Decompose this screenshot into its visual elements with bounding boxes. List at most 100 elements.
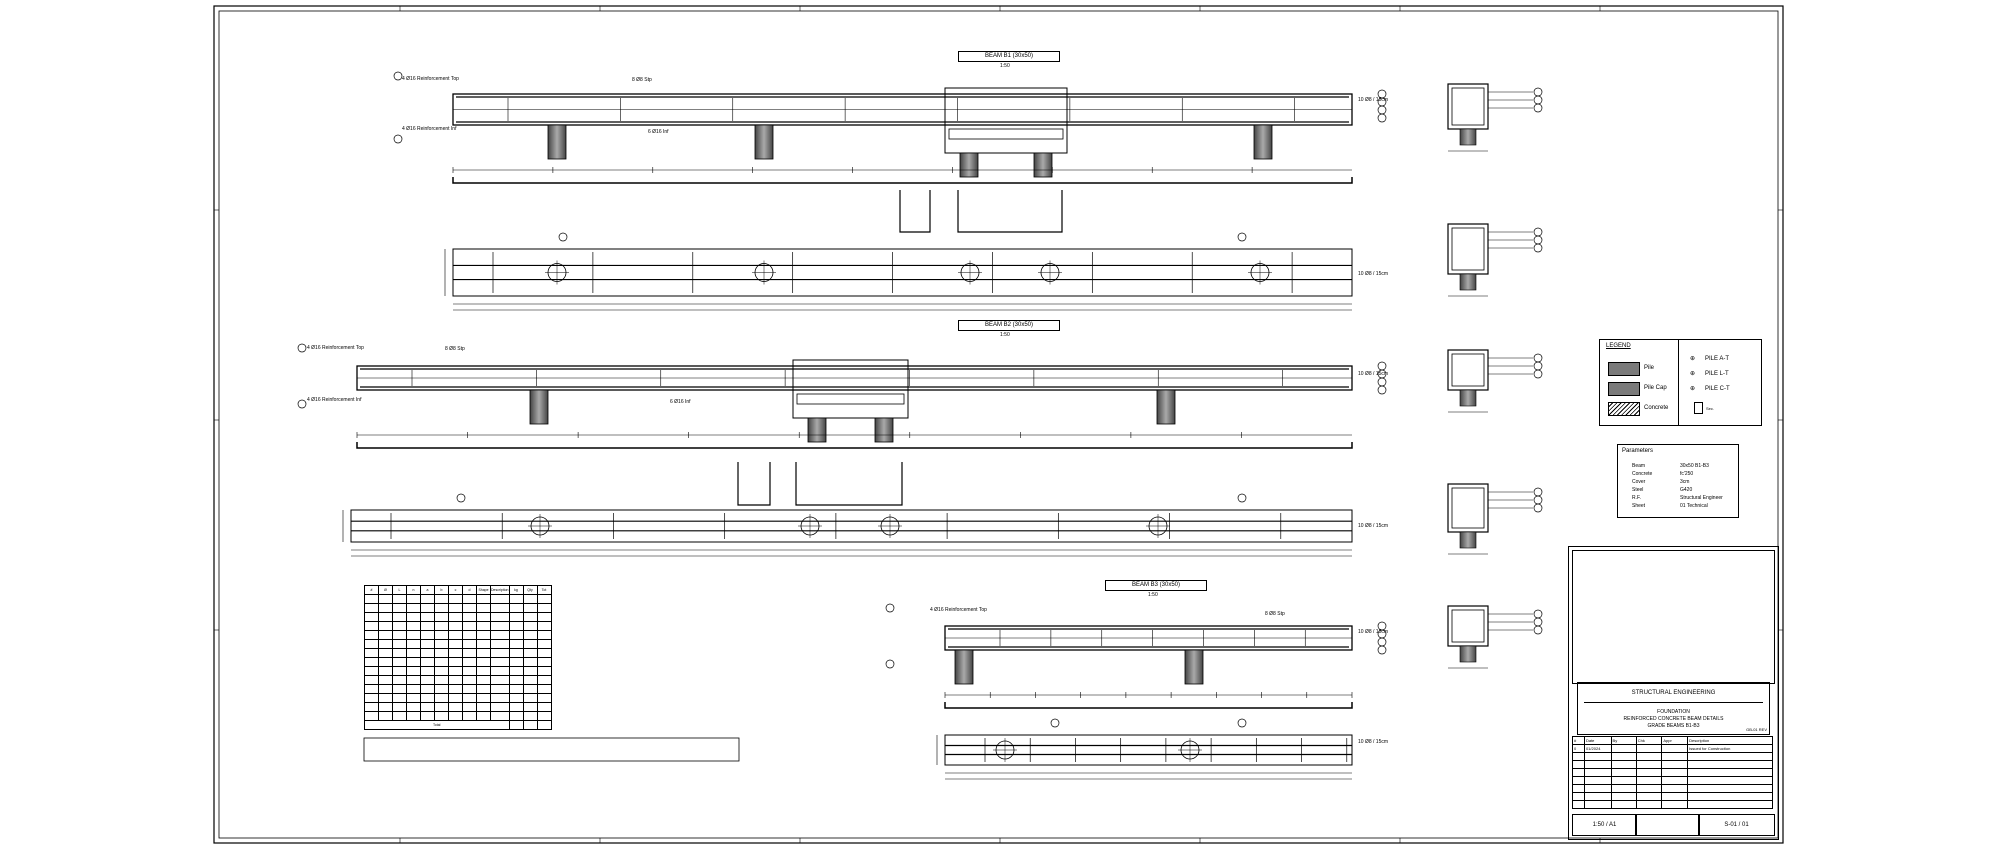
beam-scale: 1:50 xyxy=(1000,332,1010,338)
table-cell xyxy=(406,630,421,640)
title-block-project: STRUCTURAL ENGINEERING FOUNDATION REINFO… xyxy=(1577,682,1770,735)
parameter-value: 30x50 B1-B3 xyxy=(1680,463,1709,469)
revision-cell xyxy=(1610,744,1637,753)
table-cell xyxy=(420,612,435,622)
table-cell xyxy=(378,621,393,631)
revision-row xyxy=(1572,800,1773,809)
column-header: # xyxy=(364,585,379,595)
table-cell xyxy=(364,639,379,649)
reference-bubble xyxy=(1237,493,1247,503)
revision-cell xyxy=(1635,776,1663,785)
table-row xyxy=(364,693,552,703)
table-cell xyxy=(378,684,393,694)
table-cell xyxy=(364,648,379,658)
reference-bubble xyxy=(1050,718,1060,728)
table-cell xyxy=(420,702,435,712)
parameter-label: Concrete xyxy=(1632,471,1653,477)
rebar-callout-plan: 10 Ø8 / 15cm xyxy=(1358,271,1389,277)
table-cell xyxy=(508,720,524,730)
parameter-label: Steel xyxy=(1632,487,1644,493)
pile-cap xyxy=(944,87,1068,154)
table-cell xyxy=(448,702,463,712)
table-cell xyxy=(392,630,407,640)
reference-bubble xyxy=(1237,718,1247,728)
table-cell xyxy=(392,684,407,694)
parameter-label: Sheet xyxy=(1632,503,1646,509)
reference-bubble xyxy=(297,399,307,409)
rebar-callout-top: 4 Ø16 Reinforcement Top xyxy=(307,345,364,351)
revision-cell xyxy=(1687,760,1773,769)
bar-shape xyxy=(452,177,1353,184)
reference-bubble xyxy=(1533,87,1543,97)
pile xyxy=(547,124,567,160)
table-cell xyxy=(462,621,477,631)
table-cell xyxy=(378,612,393,622)
table-cell xyxy=(490,711,510,721)
revision-row xyxy=(1572,776,1773,785)
pile xyxy=(1156,389,1176,425)
table-cell xyxy=(406,639,421,649)
revision-cell xyxy=(1635,760,1663,769)
reference-bubble xyxy=(1377,645,1387,655)
section-stirrup xyxy=(1451,609,1485,643)
reference-bubble xyxy=(1533,495,1543,505)
table-cell xyxy=(476,693,491,703)
table-cell xyxy=(490,702,510,712)
rebar-callout-plan: 10 Ø8 / 15cm xyxy=(1358,629,1389,635)
reference-bubble xyxy=(1533,503,1543,513)
table-cell xyxy=(490,675,510,685)
rebar-callout-top: 4 Ø16 Reinforcement Top xyxy=(402,76,459,82)
legend-box: LEGEND Pile Pile Cap Concrete ⊕ PILE A-T… xyxy=(1599,339,1762,426)
revision-cell: Date xyxy=(1583,736,1612,745)
pile xyxy=(959,152,979,178)
table-cell xyxy=(462,693,477,703)
parameter-label: R.F. xyxy=(1632,495,1641,501)
stirrup-detail xyxy=(899,190,931,233)
table-cell xyxy=(378,594,393,604)
beam-plan-outline xyxy=(944,734,1353,766)
table-cell xyxy=(392,648,407,658)
table-cell xyxy=(434,621,449,631)
table-cell xyxy=(364,711,379,721)
table-cell xyxy=(536,612,552,622)
table-cell xyxy=(364,594,379,604)
reference-bubble xyxy=(1377,385,1387,395)
table-cell xyxy=(420,693,435,703)
table-cell xyxy=(420,594,435,604)
totals-label: Total xyxy=(364,720,510,730)
table-cell xyxy=(476,612,491,622)
table-cell xyxy=(434,594,449,604)
reference-bubble xyxy=(1533,227,1543,237)
rebar-callout-plan: 10 Ø8 / 15cm xyxy=(1358,523,1389,529)
revision-cell xyxy=(1635,792,1663,801)
table-cell xyxy=(406,648,421,658)
table-cell xyxy=(434,711,449,721)
scale-text: 1:50 / A1 xyxy=(1592,822,1617,828)
table-cell xyxy=(508,657,524,667)
table-cell xyxy=(508,666,524,676)
table-cell xyxy=(434,693,449,703)
rebar-callout-plan: 10 Ø8 / 15cm xyxy=(1358,97,1389,103)
parameter-label: Cover xyxy=(1632,479,1646,485)
table-cell xyxy=(364,657,379,667)
table-cell xyxy=(392,657,407,667)
table-cell xyxy=(434,675,449,685)
table-cell xyxy=(448,603,463,613)
stirrup-detail xyxy=(737,462,771,506)
bar-shape xyxy=(944,702,1353,709)
table-cell xyxy=(378,675,393,685)
table-cell xyxy=(508,621,524,631)
table-cell xyxy=(536,594,552,604)
table-cell xyxy=(508,594,524,604)
table-cell xyxy=(448,621,463,631)
table-cell xyxy=(490,648,510,658)
revision-cell xyxy=(1635,800,1663,809)
table-cell xyxy=(536,720,552,730)
pile xyxy=(1184,649,1204,685)
table-cell xyxy=(522,630,538,640)
column-header: L xyxy=(392,585,407,595)
reference-bubble xyxy=(1377,105,1387,115)
table-cell xyxy=(434,684,449,694)
